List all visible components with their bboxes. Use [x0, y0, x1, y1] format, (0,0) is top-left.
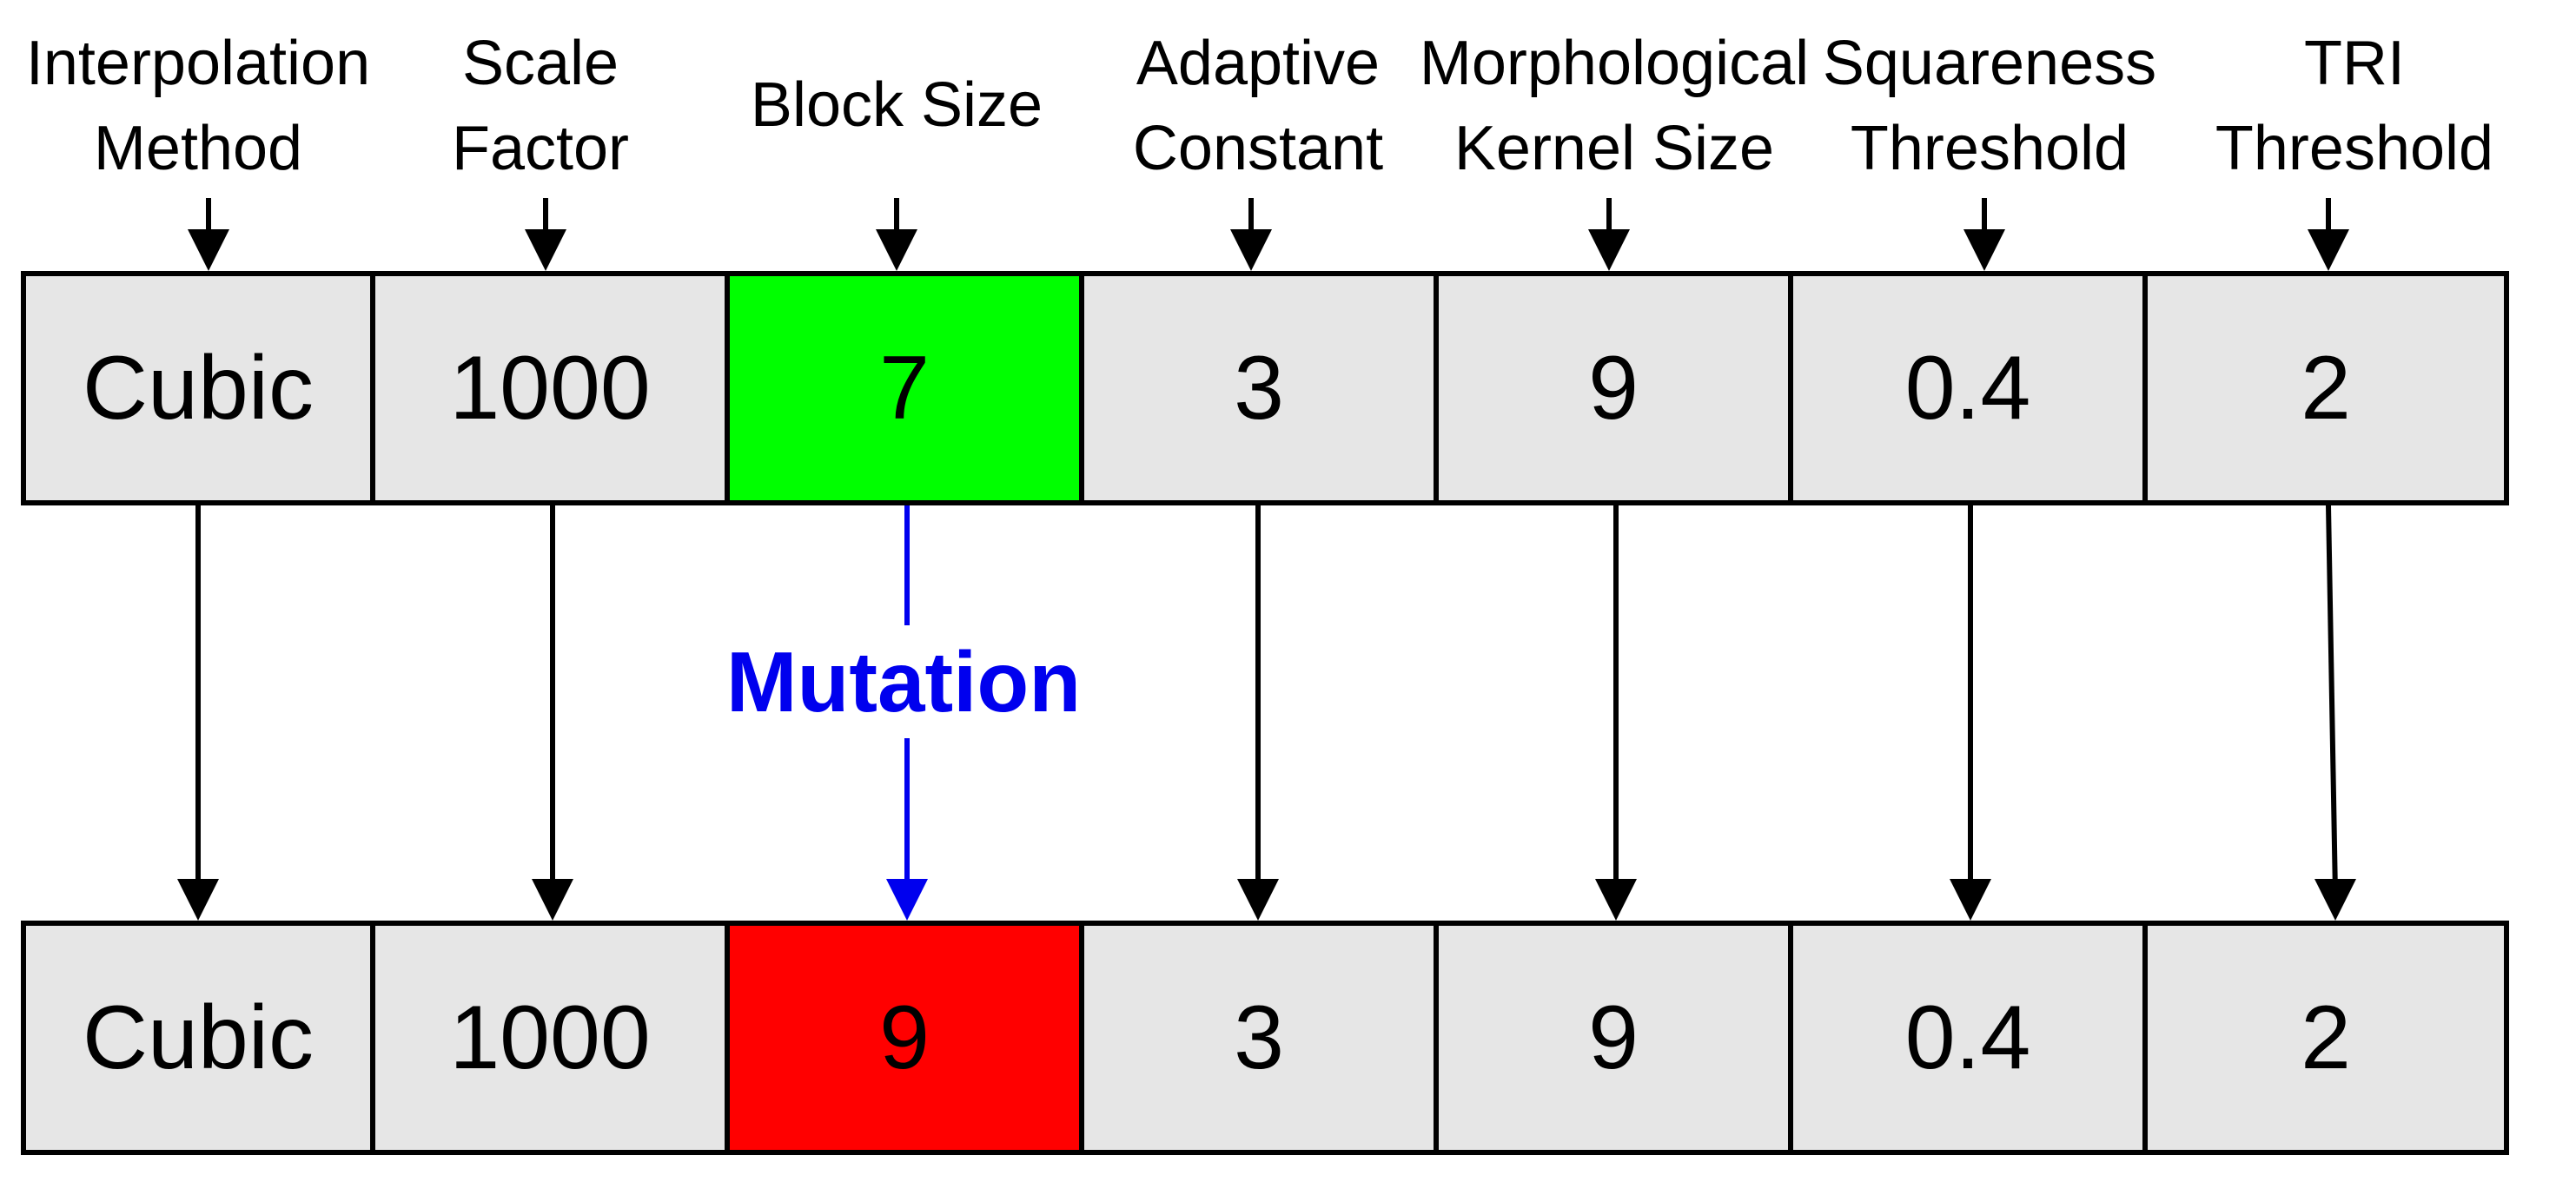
bottom-cell-morphological-kernel-size: 9: [1439, 921, 1793, 1155]
header-adaptive-constant: Adaptive Constant: [1058, 21, 1458, 191]
header-line: Method: [93, 114, 303, 183]
header-line: Morphological: [1419, 29, 1810, 98]
mutation-label: Mutation: [725, 634, 1082, 730]
top-cell-tri-threshold: 2: [2148, 271, 2509, 505]
link-arrow-1: [532, 505, 573, 921]
top-cell-block-size: 7: [730, 271, 1084, 505]
header-line: Scale: [461, 29, 619, 98]
header-line: Interpolation: [25, 29, 371, 98]
mutation-arrow: [886, 738, 928, 921]
header-line: Threshold: [1850, 114, 2129, 183]
header-arrow-6: [2308, 198, 2349, 271]
bottom-cell-squareness-threshold: 0.4: [1793, 921, 2148, 1155]
header-arrow-2: [876, 198, 917, 271]
header-arrow-1: [525, 198, 566, 271]
header-interpolation-method: Interpolation Method: [0, 21, 398, 191]
top-cell-morphological-kernel-size: 9: [1439, 271, 1793, 505]
bottom-cell-scale-factor: 1000: [375, 921, 730, 1155]
header-line: Threshold: [2215, 114, 2494, 183]
header-arrow-3: [1230, 198, 1272, 271]
top-cell-interpolation-method: Cubic: [21, 271, 375, 505]
link-arrow-4: [1595, 505, 1637, 921]
header-tri-threshold: TRI Threshold: [2137, 21, 2572, 191]
header-line: Block Size: [750, 70, 1043, 140]
bottom-cell-adaptive-constant: 3: [1084, 921, 1439, 1155]
top-cell-scale-factor: 1000: [375, 271, 730, 505]
top-cell-squareness-threshold: 0.4: [1793, 271, 2148, 505]
bottom-cell-interpolation-method: Cubic: [21, 921, 375, 1155]
link-arrow-0: [177, 505, 219, 921]
header-line: Adaptive: [1136, 29, 1381, 98]
header-squareness-threshold: Squareness Threshold: [1790, 21, 2189, 191]
header-block-size: Block Size: [697, 63, 1096, 148]
link-arrows: [177, 505, 2356, 921]
link-arrow-5: [1950, 505, 1991, 921]
header-line: TRI: [2304, 29, 2405, 98]
bottom-cell-tri-threshold: 2: [2148, 921, 2509, 1155]
header-arrow-5: [1963, 198, 2005, 271]
top-cell-adaptive-constant: 3: [1084, 271, 1439, 505]
header-arrow-0: [188, 198, 229, 271]
header-arrow-4: [1588, 198, 1630, 271]
header-line: Kernel Size: [1454, 114, 1775, 183]
link-arrow-6: [2314, 505, 2356, 921]
bottom-cell-block-size: 9: [730, 921, 1084, 1155]
link-arrow-3: [1237, 505, 1279, 921]
header-scale-factor: Scale Factor: [341, 21, 740, 191]
header-morphological-kernel-size: Morphological Kernel Size: [1397, 21, 1831, 191]
header-line: Factor: [451, 114, 630, 183]
header-line: Constant: [1132, 114, 1384, 183]
header-arrows: [188, 198, 2349, 271]
header-line: Squareness: [1822, 29, 2157, 98]
